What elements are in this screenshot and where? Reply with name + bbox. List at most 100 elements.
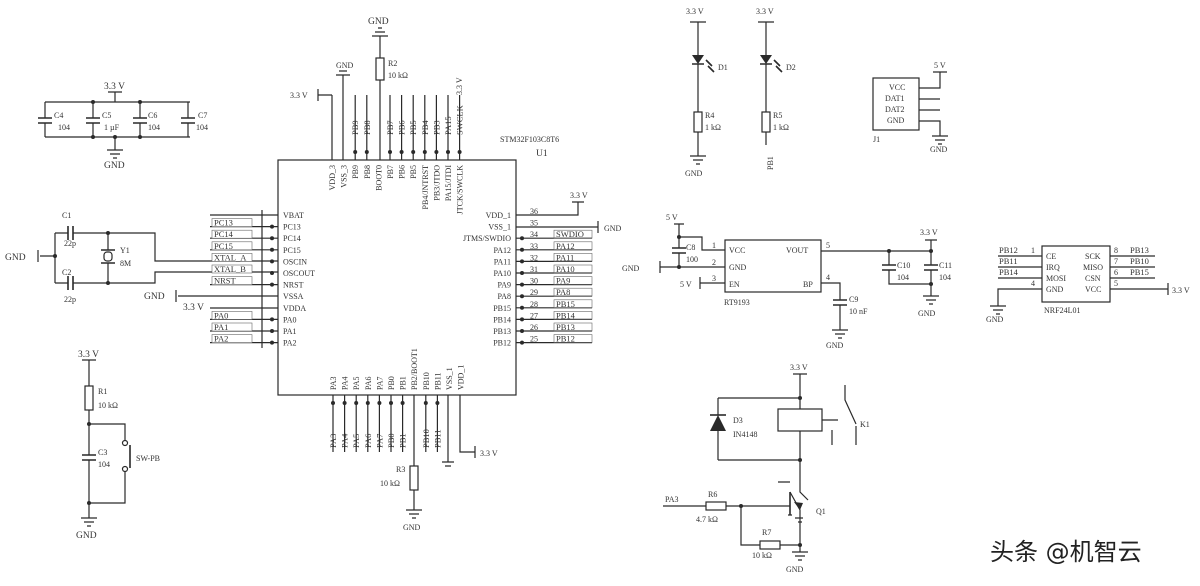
mcu-pin-label: PB15 bbox=[493, 304, 511, 313]
reg-pin: VCC bbox=[729, 246, 745, 255]
gnd-label: GND bbox=[336, 61, 354, 70]
net-label: PB1 bbox=[398, 433, 408, 448]
net-label: PA11 bbox=[556, 252, 574, 262]
net-label-box bbox=[553, 299, 593, 309]
pin-dot bbox=[400, 401, 405, 405]
pin-number: 25 bbox=[530, 335, 538, 344]
net-label: PA7 bbox=[374, 434, 384, 448]
led-d2: 3.3 V D2 R5 1 kΩ PB1 bbox=[756, 7, 796, 170]
pin-dot bbox=[520, 340, 524, 345]
mcu-pin-label: PA1 bbox=[283, 327, 297, 336]
cap-value: 104 bbox=[196, 123, 208, 132]
mcu-pin-label: PB3/JTDO bbox=[432, 165, 441, 201]
cap-value: 104 bbox=[897, 273, 909, 282]
reset-circuit: 3.3 V R1 10 kΩ C3 104 SW-PB GND bbox=[76, 350, 160, 541]
pin-number: 32 bbox=[530, 253, 538, 262]
supply-label: 3.3 V bbox=[290, 91, 308, 100]
net-label-box bbox=[211, 322, 253, 332]
pin-dot bbox=[422, 150, 427, 154]
net-label: PB12 bbox=[999, 245, 1018, 255]
r1-ref: R1 bbox=[98, 387, 107, 396]
gnd-label: GND bbox=[604, 224, 622, 233]
gnd-label: GND bbox=[986, 315, 1004, 324]
net-label: PB11 bbox=[999, 256, 1018, 266]
mcu-pin-label: PA8 bbox=[498, 292, 512, 301]
pin-number: 31 bbox=[530, 265, 538, 274]
gnd-label: GND bbox=[76, 531, 97, 541]
regulator-part: RT9193 bbox=[724, 298, 750, 307]
c1-ref: C1 bbox=[62, 211, 71, 220]
supply-label: 5 V bbox=[934, 61, 946, 70]
net-label: PB3 bbox=[431, 120, 441, 135]
reg-pin: BP bbox=[803, 280, 813, 289]
gnd-label: GND bbox=[930, 145, 948, 154]
nrf-pin: MISO bbox=[1083, 263, 1103, 272]
pin-dot bbox=[389, 401, 393, 405]
sensor-pin: DAT1 bbox=[885, 94, 905, 103]
cap-ref: C10 bbox=[897, 261, 910, 270]
mcu-pin-label: PB12 bbox=[493, 339, 511, 348]
pin-dot bbox=[520, 329, 524, 333]
pin-number: 35 bbox=[530, 219, 538, 228]
led-d1: 3.3 V D1 R4 1 kΩ GND bbox=[685, 7, 728, 178]
nrf24l01-module: CE IRQ MOSI GND SCK MISO CSN VCC 1 4 8 7… bbox=[986, 245, 1190, 324]
resistor-ref: R4 bbox=[705, 111, 714, 120]
pin-dot bbox=[365, 401, 370, 405]
net-label: PC13 bbox=[214, 218, 233, 228]
pin-dot bbox=[270, 317, 274, 322]
resistor-value: 1 kΩ bbox=[773, 123, 789, 132]
pin-dot bbox=[270, 329, 274, 333]
pin-dot bbox=[520, 294, 524, 299]
supply-label: 3.3 V bbox=[756, 7, 774, 16]
net-label-box bbox=[211, 253, 253, 262]
led-ref: D2 bbox=[786, 63, 796, 72]
sensor-ref: J1 bbox=[873, 135, 880, 144]
transistor-ref: Q1 bbox=[816, 507, 826, 516]
net-label: PA3 bbox=[665, 495, 679, 504]
net-label-box bbox=[553, 334, 593, 343]
mcu-pin-label: VSS_3 bbox=[340, 165, 349, 188]
mcu-pin-label: PA0 bbox=[283, 315, 297, 324]
mcu-part: STM32F103C8T6 bbox=[500, 135, 559, 144]
gnd-label: GND bbox=[5, 253, 26, 263]
mcu-pin-label: PA7 bbox=[375, 377, 384, 391]
net-label-box bbox=[211, 264, 253, 274]
net-label: PA9 bbox=[556, 276, 570, 286]
pin-dot bbox=[520, 317, 524, 322]
gnd-label: GND bbox=[786, 565, 804, 574]
net-label-box bbox=[553, 229, 593, 239]
net-label: PB15 bbox=[1130, 267, 1149, 277]
r1-value: 10 kΩ bbox=[98, 401, 118, 410]
nrf-pin: IRQ bbox=[1046, 263, 1060, 272]
pin-number: 6 bbox=[1114, 268, 1118, 277]
net-label: PB5 bbox=[408, 120, 418, 135]
net-label: XTAL_A bbox=[214, 252, 247, 262]
supply-label: 5 V bbox=[666, 213, 678, 222]
mcu-pin-label: PB10 bbox=[422, 372, 431, 390]
analog-power: GND 3.3 V bbox=[144, 290, 278, 313]
mcu-pin-label: OSCIN bbox=[283, 257, 307, 266]
net-label: PA5 bbox=[351, 434, 361, 448]
net-label: PB4 bbox=[420, 120, 430, 135]
nrf-part: NRF24L01 bbox=[1044, 306, 1080, 315]
supply-label: 3.3 V bbox=[1172, 286, 1190, 295]
net-label: PB10 bbox=[421, 429, 431, 448]
pin-dot bbox=[388, 150, 392, 154]
net-label: PB13 bbox=[1130, 245, 1149, 255]
bottom-power: R3 10 kΩ GND 3.3 V bbox=[380, 395, 498, 532]
cap-value: 104 bbox=[939, 273, 951, 282]
pin-number: 36 bbox=[530, 207, 538, 216]
cap-value: 100 bbox=[686, 255, 698, 264]
net-label-box bbox=[553, 253, 593, 262]
pin-number: 2 bbox=[712, 258, 716, 267]
pin-dot bbox=[270, 236, 274, 241]
net-label: PB12 bbox=[556, 334, 575, 344]
relay-ref: K1 bbox=[860, 420, 870, 429]
crystal-circuit: GND C1 22p C2 22p Y1 8M bbox=[5, 211, 278, 304]
sensor-pin: VCC bbox=[889, 83, 905, 92]
net-label: PB1 bbox=[766, 156, 775, 170]
nrf-pin: MOSI bbox=[1046, 274, 1066, 283]
cap-ref: C6 bbox=[148, 111, 157, 120]
c2-value: 22p bbox=[64, 295, 76, 304]
mcu-pin-label: PA9 bbox=[498, 281, 512, 290]
